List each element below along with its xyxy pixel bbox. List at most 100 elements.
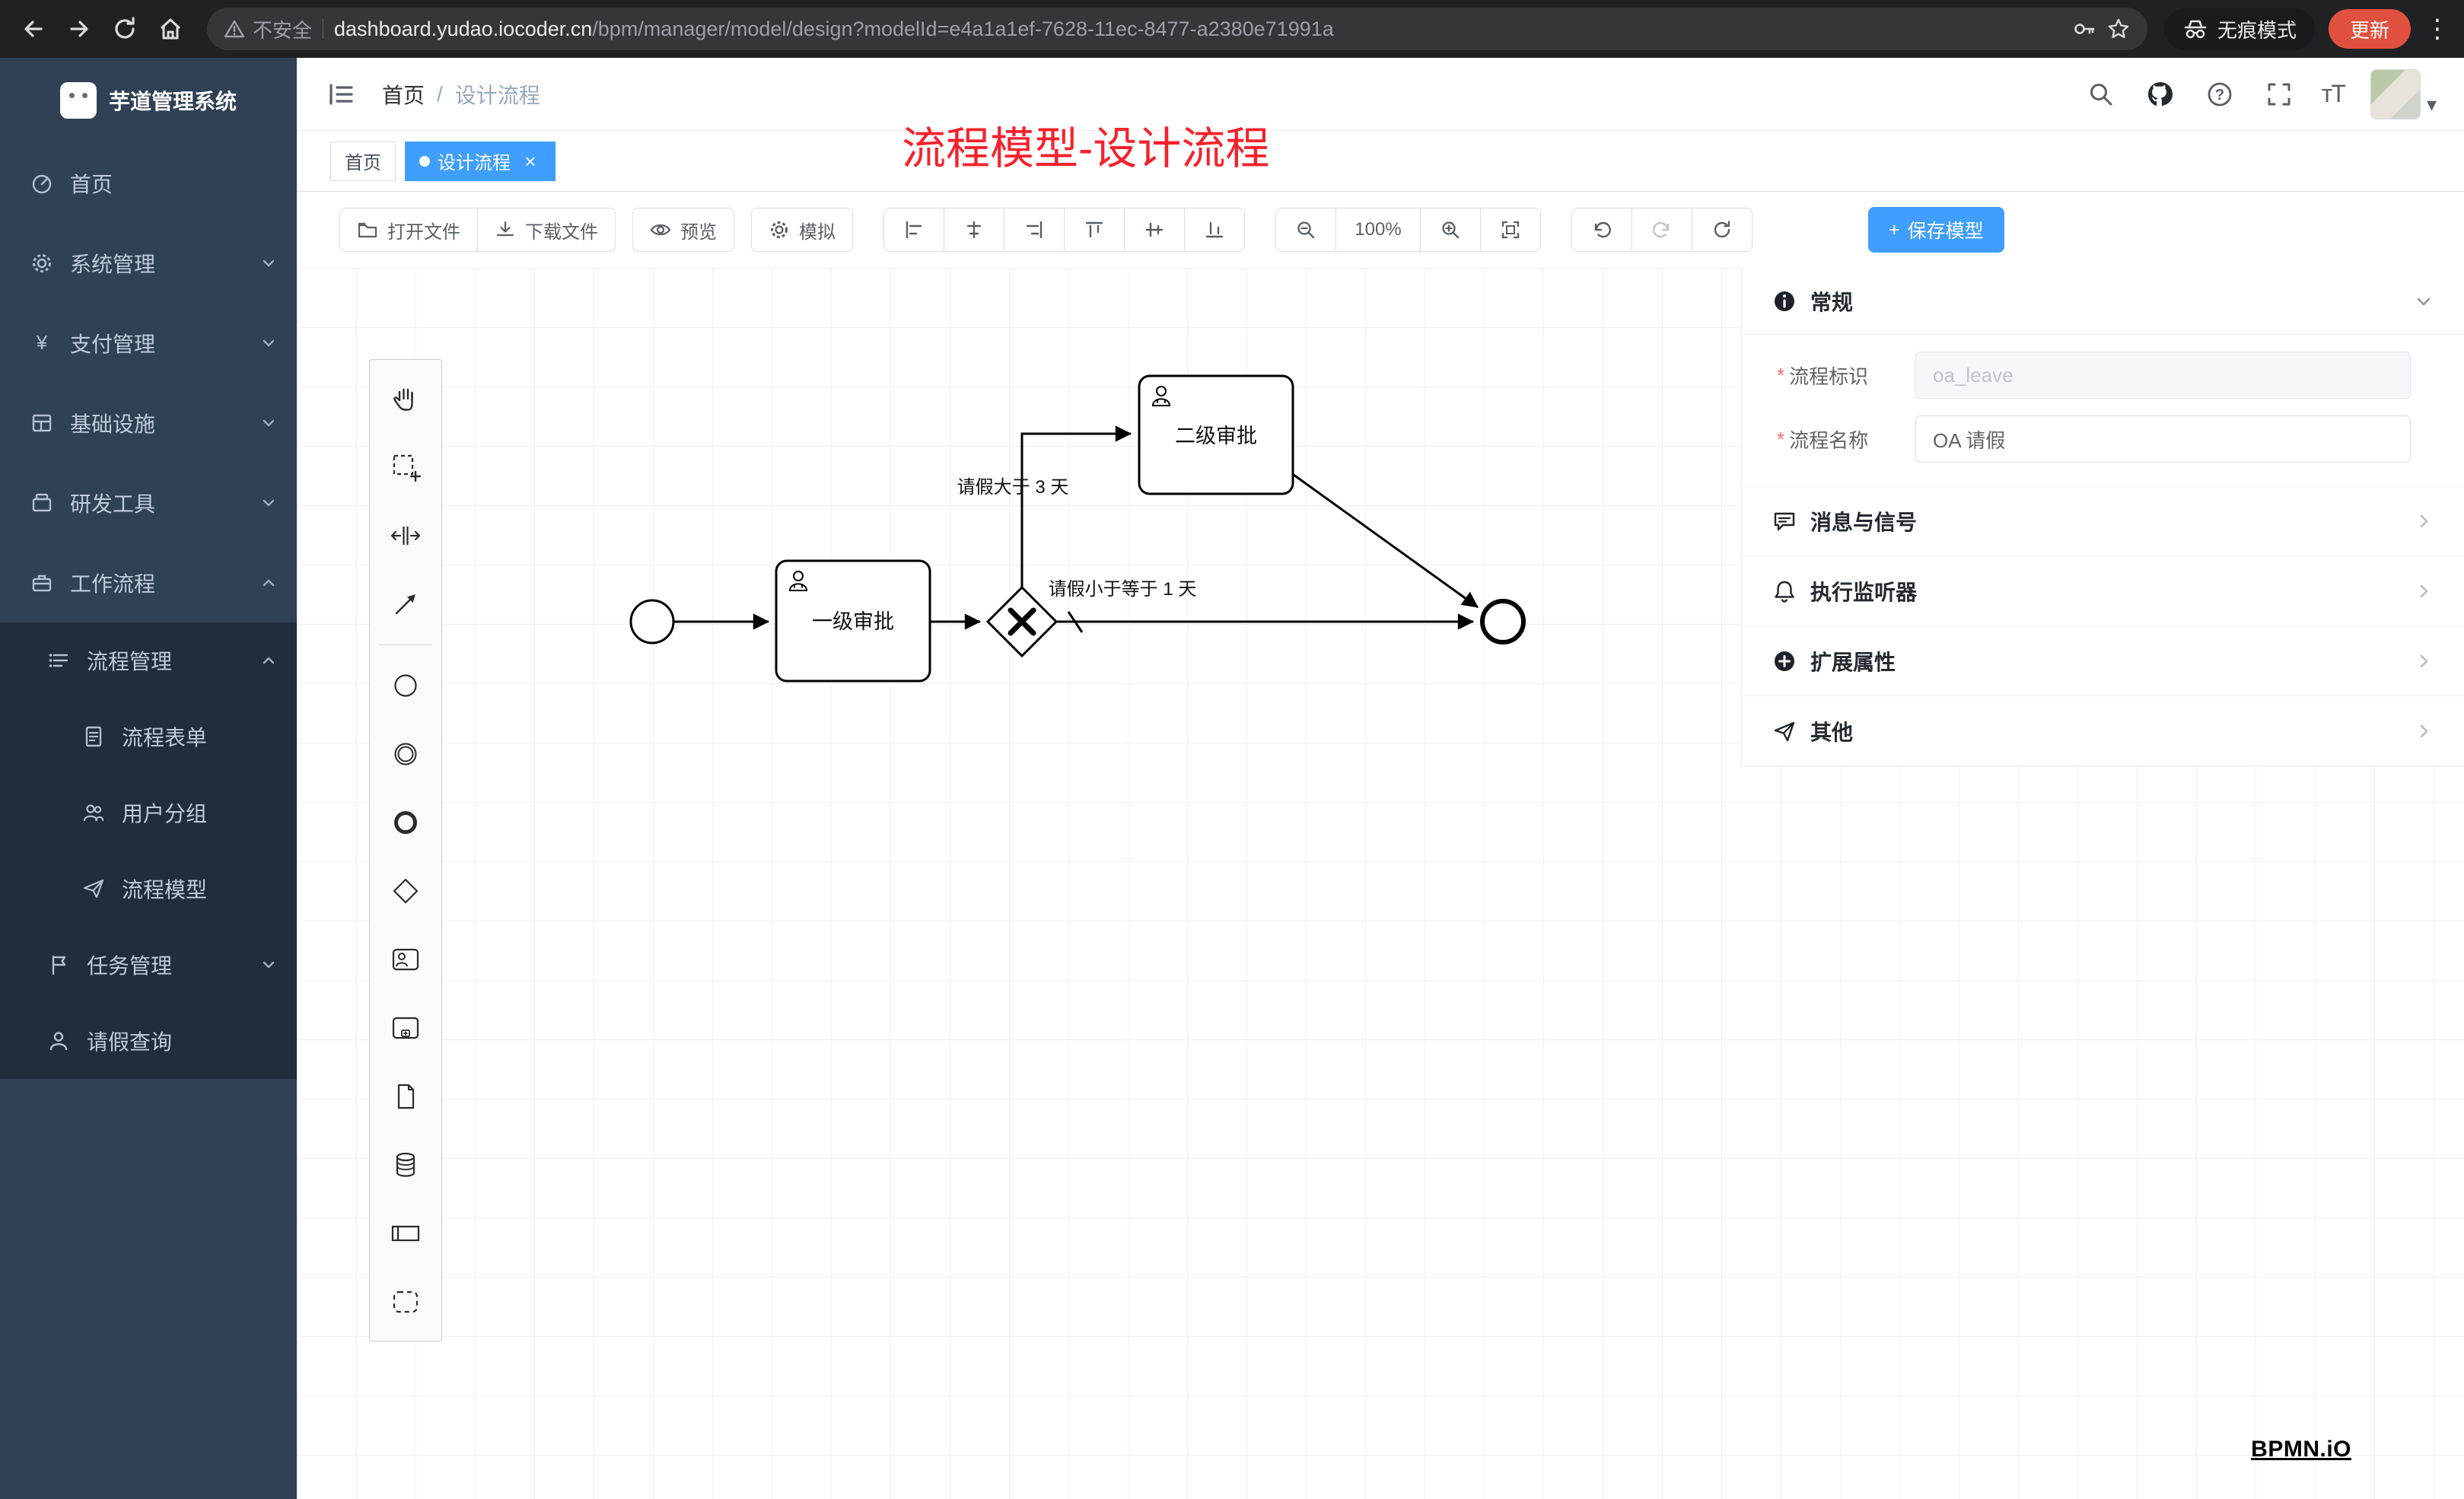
flow-label-le[interactable]: 请假小于等于 1 天 [1049, 579, 1197, 600]
chrome-update-button[interactable]: 更新 [2328, 9, 2411, 49]
plus-circle-icon [1775, 651, 1794, 671]
sidebar-item-process-model[interactable]: 流程模型 [0, 851, 297, 927]
sidebar-item-user-groups[interactable]: 用户分组 [0, 775, 297, 851]
align-center-button[interactable] [944, 208, 1004, 252]
global-connect-tool[interactable] [370, 570, 441, 638]
create-user-task[interactable] [370, 925, 441, 994]
align-middle-button[interactable] [1124, 208, 1185, 252]
header-actions: ? тT ▾ [2084, 68, 2437, 119]
panel-section-title: 常规 [1810, 290, 1854, 314]
panel-section-extensions[interactable]: 扩展属性 [1742, 625, 2464, 695]
restart-button[interactable] [1692, 208, 1752, 252]
chrome-menu-icon[interactable]: ⋮ [2424, 14, 2450, 43]
panel-section-listeners[interactable]: 执行监听器 [1742, 555, 2464, 625]
create-data-store[interactable] [370, 1131, 441, 1199]
create-subprocess[interactable] [370, 994, 441, 1062]
url-bar[interactable]: 不安全 dashboard.yudao.iocoder.cn/bpm/manag… [207, 8, 2147, 50]
align-top-button[interactable] [1064, 208, 1125, 252]
lasso-tool[interactable] [370, 433, 441, 501]
bpmn-canvas[interactable]: 请假大于 3 天 请假小于等于 1 天 一级审批 二级审批 [297, 268, 2464, 1499]
panel-section-general[interactable]: 常规 [1742, 268, 2464, 335]
undo-button[interactable] [1571, 208, 1632, 252]
tags-view-bar: 首页 设计流程 × [297, 131, 2464, 192]
bpmn-exclusive-gateway[interactable] [985, 585, 1059, 658]
tab-close-icon[interactable]: × [524, 149, 536, 173]
sidebar-item-workflow[interactable]: 工作流程 [0, 543, 297, 622]
create-gateway[interactable] [370, 857, 441, 925]
sidebar-item-process-management[interactable]: 流程管理 [0, 622, 297, 699]
align-right-button[interactable] [1004, 208, 1065, 252]
create-data-object[interactable] [370, 1062, 441, 1131]
sidebar-logo[interactable]: 芋道管理系统 [0, 58, 297, 143]
search-button[interactable] [2084, 78, 2118, 111]
panel-section-messages[interactable]: 消息与信号 [1742, 485, 2464, 555]
flow-task2-to-end[interactable] [1293, 473, 1479, 609]
sidebar-collapse-button[interactable] [320, 73, 362, 116]
bookmark-star-icon[interactable] [2106, 17, 2131, 41]
create-end-event[interactable] [370, 788, 441, 857]
open-file-button[interactable]: 打开文件 [339, 208, 478, 252]
url-path: /bpm/manager/model/design?modelId=e4a1a1… [592, 17, 1334, 40]
redo-button[interactable] [1632, 208, 1692, 252]
simulate-button[interactable]: 模拟 [751, 208, 853, 252]
sidebar-item-task-management[interactable]: 任务管理 [0, 927, 297, 1003]
align-top-icon [1085, 221, 1103, 238]
bpmn-end-event[interactable] [1480, 599, 1526, 644]
security-chip[interactable]: 不安全 [224, 15, 312, 43]
create-start-event[interactable] [370, 651, 441, 720]
chevron-down-icon [2417, 298, 2431, 305]
browser-home-button[interactable] [151, 9, 190, 49]
password-key-icon[interactable] [2071, 17, 2096, 41]
zoom-in-button[interactable] [1420, 208, 1481, 252]
avatar [2370, 68, 2421, 119]
flag-icon [52, 955, 66, 975]
help-button[interactable]: ? [2203, 78, 2236, 111]
zoom-out-button[interactable] [1275, 208, 1336, 252]
align-left-button[interactable] [883, 208, 944, 252]
user-menu[interactable]: ▾ [2370, 68, 2437, 119]
browser-forward-button[interactable] [59, 9, 99, 49]
save-model-button[interactable]: + 保存模型 [1868, 207, 2004, 253]
tab-home[interactable]: 首页 [330, 141, 396, 181]
browser-back-button[interactable] [14, 9, 53, 49]
space-tool[interactable] [370, 501, 441, 570]
hand-tool[interactable] [370, 364, 441, 433]
bpmn-task-first-approval[interactable]: 一级审批 [775, 559, 931, 683]
zoom-reset-button[interactable] [1480, 208, 1541, 252]
send-icon [1774, 721, 1795, 741]
download-file-button[interactable]: 下载文件 [477, 208, 616, 252]
tab-design-process[interactable]: 设计流程 × [405, 141, 556, 181]
sidebar-item-system[interactable]: 系统管理 [0, 223, 297, 303]
create-group[interactable] [370, 1268, 441, 1336]
bpmn-task-second-approval[interactable]: 二级审批 [1138, 374, 1294, 495]
sidebar-item-label: 流程表单 [122, 726, 208, 750]
github-button[interactable] [2144, 78, 2177, 111]
sidebar-item-payment[interactable]: ¥ 支付管理 [0, 303, 297, 383]
align-bottom-button[interactable] [1184, 208, 1245, 252]
sidebar-item-infra[interactable]: 基础设施 [0, 383, 297, 463]
breadcrumb-home[interactable]: 首页 [382, 83, 425, 107]
flow-gateway-to-task2[interactable] [1020, 425, 1132, 587]
zoom-level-display[interactable]: 100% [1335, 208, 1421, 252]
download-icon [496, 221, 514, 237]
browser-reload-button[interactable] [105, 9, 145, 49]
create-intermediate-event[interactable] [370, 720, 441, 788]
sidebar-item-home[interactable]: 首页 [0, 143, 297, 223]
flow-label-gt[interactable]: 请假大于 3 天 [957, 477, 1069, 498]
align-center-icon [966, 221, 982, 239]
font-size-icon[interactable]: тT [2321, 80, 2346, 107]
bpmn-io-watermark[interactable]: BPMN.iO [2251, 1437, 2351, 1462]
process-name-input[interactable] [1915, 415, 2411, 463]
panel-section-other[interactable]: 其他 [1742, 695, 2464, 765]
sidebar-item-process-form[interactable]: 流程表单 [0, 699, 297, 775]
process-key-input[interactable] [1915, 352, 2411, 399]
fullscreen-button[interactable] [2262, 78, 2296, 111]
sidebar-item-devtools[interactable]: 研发工具 [0, 463, 297, 543]
sidebar-item-leave-query[interactable]: 请假查询 [0, 1003, 297, 1079]
github-icon [2147, 81, 2173, 106]
chevron-right-icon [2420, 724, 2428, 737]
bpmn-start-event[interactable] [629, 599, 675, 644]
preview-button[interactable]: 预览 [632, 208, 734, 252]
sidebar-item-label: 流程模型 [122, 878, 208, 902]
create-participant[interactable] [370, 1199, 441, 1268]
